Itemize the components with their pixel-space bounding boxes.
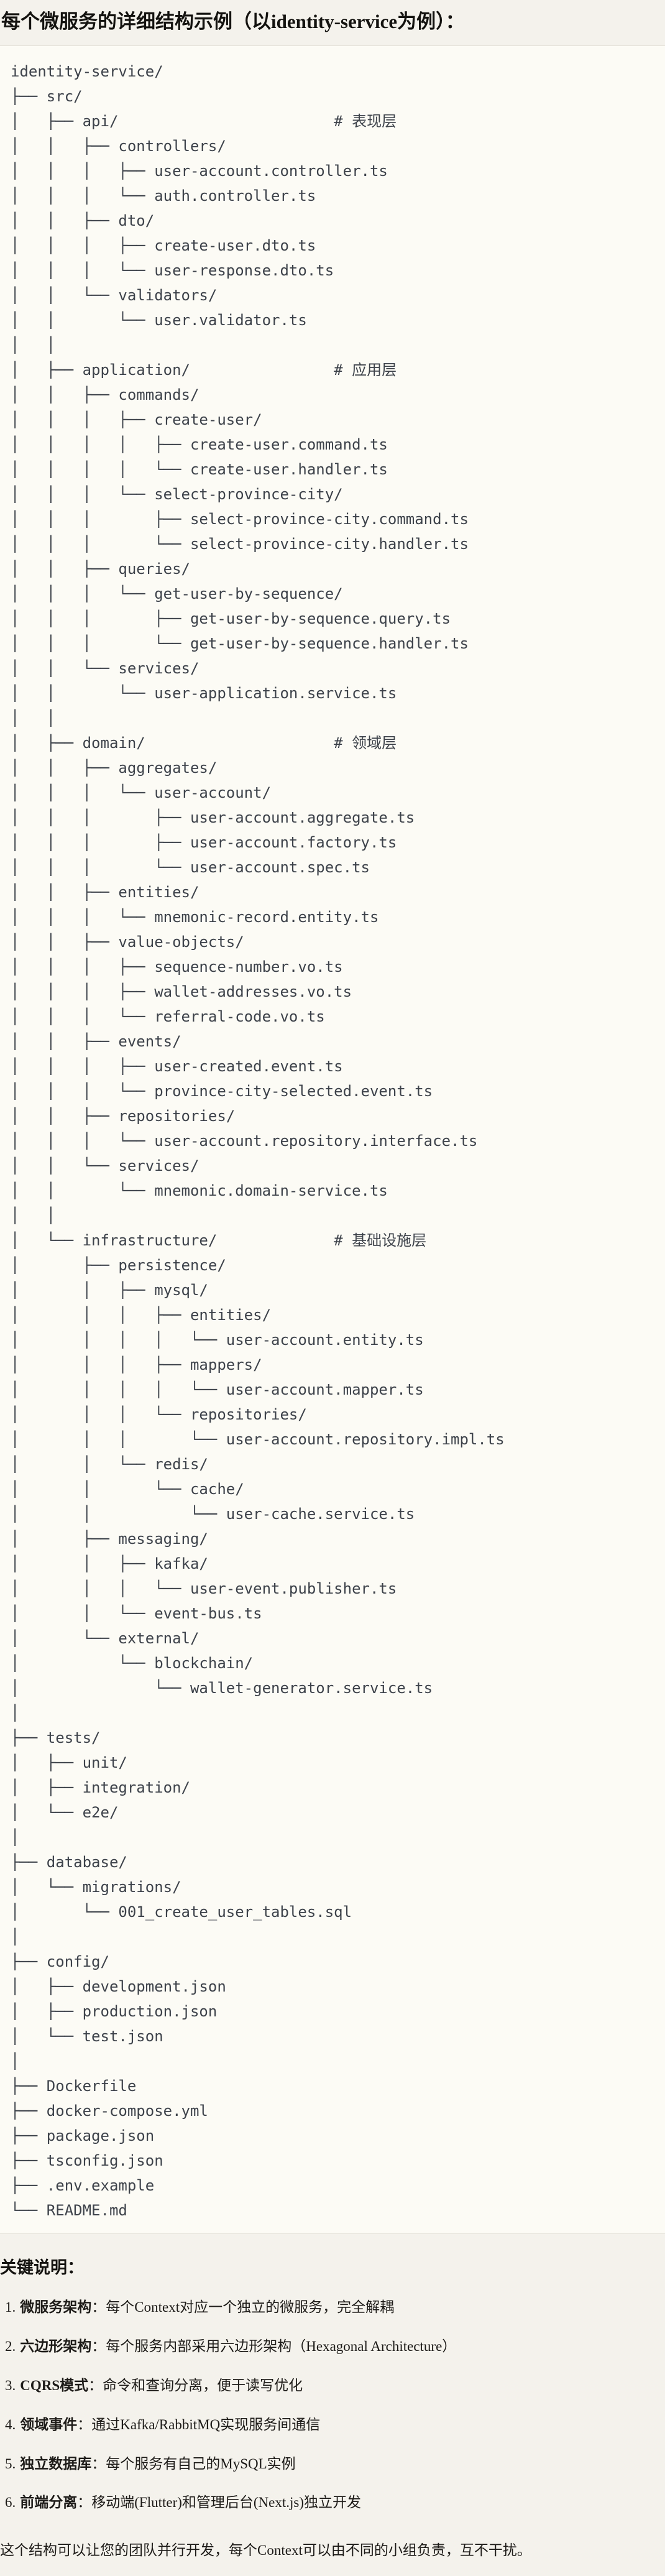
key-point-number: 5. bbox=[5, 2455, 16, 2472]
key-point-item-2: 2.六边形架构：每个服务内部采用六边形架构（Hexagonal Architec… bbox=[5, 2337, 658, 2356]
key-point-term: 独立数据库 bbox=[20, 2455, 92, 2472]
key-point-text: ：移动端(Flutter)和管理后台(Next.js)独立开发 bbox=[77, 2495, 362, 2511]
key-point-text: ：通过Kafka/RabbitMQ实现服务间通信 bbox=[77, 2416, 321, 2432]
key-point-number: 3. bbox=[5, 2377, 16, 2393]
key-point-number: 1. bbox=[5, 2299, 16, 2315]
code-block: identity-service/ ├── src/ │ ├── api/ # … bbox=[0, 45, 665, 2234]
key-point-term: CQRS模式 bbox=[20, 2377, 89, 2393]
key-point-text: ：每个服务内部采用六边形架构（Hexagonal Architecture） bbox=[91, 2338, 457, 2354]
directory-tree: identity-service/ ├── src/ │ ├── api/ # … bbox=[11, 62, 505, 2219]
key-points-list: 1.微服务架构：每个Context对应一个独立的微服务，完全解耦 2.六边形架构… bbox=[0, 2298, 658, 2512]
key-point-item-4: 4.领域事件：通过Kafka/RabbitMQ实现服务间通信 bbox=[5, 2416, 658, 2434]
closing-paragraph: 这个结构可以让您的团队并行开发，每个Context可以由不同的小组负责，互不干扰… bbox=[0, 2542, 531, 2559]
key-point-item-6: 6.前端分离：移动端(Flutter)和管理后台(Next.js)独立开发 bbox=[5, 2493, 658, 2512]
key-point-number: 2. bbox=[5, 2338, 16, 2354]
key-point-term: 领域事件 bbox=[20, 2416, 78, 2432]
key-point-text: ：每个服务有自己的MySQL实例 bbox=[91, 2455, 296, 2472]
key-point-item-5: 5.独立数据库：每个服务有自己的MySQL实例 bbox=[5, 2455, 658, 2473]
key-point-item-1: 1.微服务架构：每个Context对应一个独立的微服务，完全解耦 bbox=[5, 2298, 658, 2317]
key-point-number: 4. bbox=[5, 2416, 16, 2432]
key-point-term: 微服务架构 bbox=[20, 2299, 92, 2315]
key-notes-heading: 关键说明： bbox=[0, 2258, 84, 2277]
key-point-item-3: 3.CQRS模式：命令和查询分离，便于读写优化 bbox=[5, 2376, 658, 2395]
key-point-text: ：命令和查询分离，便于读写优化 bbox=[88, 2377, 303, 2393]
key-point-term: 六边形架构 bbox=[20, 2338, 92, 2354]
key-point-term: 前端分离 bbox=[20, 2495, 78, 2511]
key-point-number: 6. bbox=[5, 2495, 16, 2511]
key-notes-section: 关键说明： 1.微服务架构：每个Context对应一个独立的微服务，完全解耦 2… bbox=[0, 2257, 665, 2576]
page-title: 每个微服务的详细结构示例（以identity-service为例）： bbox=[1, 11, 465, 32]
key-point-text: ：每个Context对应一个独立的微服务，完全解耦 bbox=[91, 2299, 395, 2315]
